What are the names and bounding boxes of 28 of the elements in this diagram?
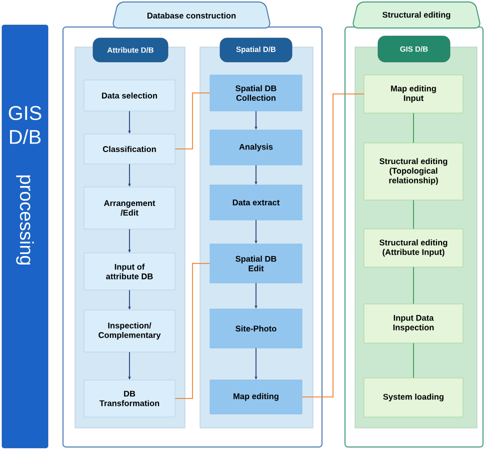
process-box: Spatial DB Collection — [210, 74, 302, 112]
process-box: Input of attribute DB — [84, 252, 176, 290]
connector-line — [413, 266, 414, 304]
process-box: Map editing Input — [364, 74, 464, 114]
process-box: Inspection/ Complementary — [84, 310, 176, 352]
connector-line — [413, 200, 414, 230]
process-box: Analysis — [210, 130, 302, 166]
process-box: Data extract — [210, 184, 302, 220]
process-box: Site-Photo — [210, 308, 302, 348]
process-box: Map editing — [210, 380, 302, 414]
connector-line — [413, 342, 414, 378]
process-box: Structural editing (Attribute Input) — [364, 228, 464, 268]
process-box: Classification — [84, 134, 176, 164]
process-box: DB Transformation — [84, 380, 176, 418]
connector-line — [174, 92, 210, 150]
tab-label: Database construction — [112, 2, 270, 28]
process-box: System loading — [364, 378, 464, 418]
connector-line — [302, 94, 364, 398]
tab-label: Structural editing — [352, 2, 480, 28]
connector-line — [413, 112, 414, 144]
process-box: Arrangement /Edit — [84, 186, 176, 230]
band-title: GIS D/B — [8, 106, 42, 144]
process-box: Data selection — [84, 80, 176, 112]
process-box: Spatial DB Edit — [210, 244, 302, 284]
band-title: processing — [16, 175, 34, 264]
connector-line — [174, 263, 210, 399]
process-box: Input Data Inspection — [364, 304, 464, 344]
process-box: Structural editing (Topological relationship) — [364, 142, 464, 200]
